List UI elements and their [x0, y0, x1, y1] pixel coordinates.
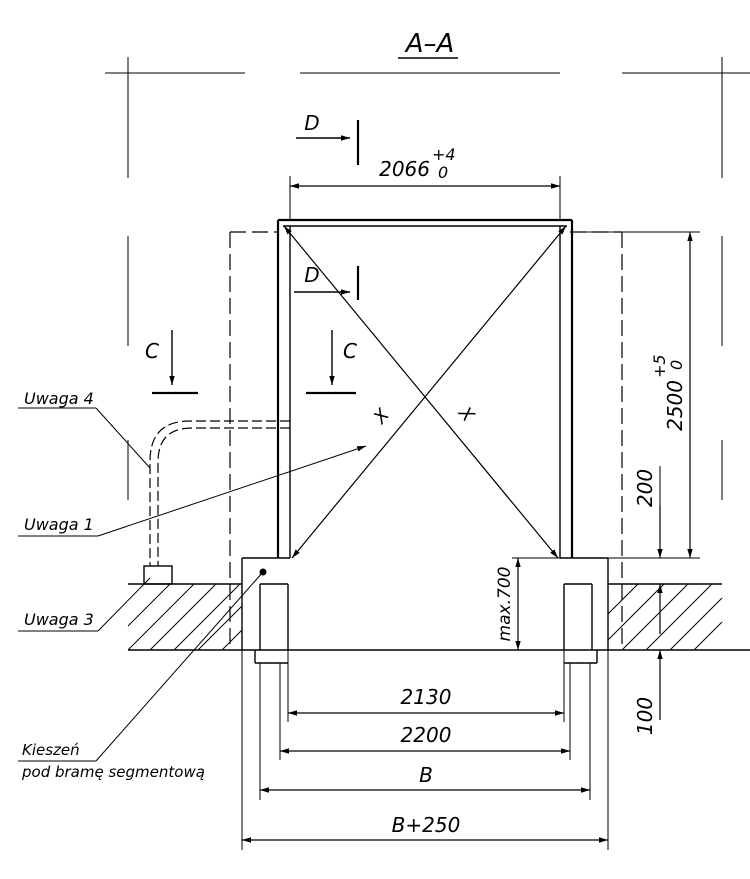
dim-extension-lines [241, 650, 609, 850]
diagonal-mark-left: X [369, 404, 394, 428]
cut-marker-c-right [306, 330, 356, 395]
floor-slab [128, 557, 750, 664]
hatch-left [127, 583, 243, 651]
diagonal-check-lines [283, 225, 567, 559]
dim-max700 [512, 557, 560, 651]
dim-2130-value: 2130 [401, 685, 452, 709]
cut-label-c-left: C [145, 339, 159, 363]
dim-200-100 [600, 466, 700, 720]
cut-marker-d-inner [294, 266, 360, 300]
dim-top-width-tol-upper: +4 [432, 145, 456, 164]
cut-marker-c-left [152, 330, 198, 395]
cut-label-d-inner: D [304, 263, 319, 287]
hatch-right [607, 583, 723, 651]
cut-marker-d-top [296, 120, 360, 165]
note-uwaga1: Uwaga 1 [24, 515, 94, 534]
dim-top-width-tol-lower: 0 [438, 163, 448, 182]
dim-b-value: B [419, 763, 433, 787]
dim-max700-value: max.700 [495, 567, 515, 642]
cut-label-c-right: C [343, 339, 357, 363]
note-kieszen-line1: Kieszeń [22, 741, 80, 759]
dim-200-value: 200 [633, 469, 657, 507]
diagonal-mark-right: X [454, 402, 479, 426]
note-uwaga4-leader [18, 407, 151, 469]
dim-height-value: 2500 [663, 380, 687, 431]
dim-2200-value: 2200 [401, 723, 452, 747]
junction-box [143, 565, 173, 585]
note-uwaga3: Uwaga 3 [24, 610, 94, 629]
section-title: A–A [404, 29, 455, 59]
pipe-conduit [149, 420, 290, 566]
note-uwaga4: Uwaga 4 [24, 389, 94, 408]
dim-b250-value: B+250 [392, 813, 461, 837]
dim-height-tol-lower: 0 [667, 360, 686, 370]
note-kieszen-leader [18, 568, 267, 762]
note-kieszen-line2: pod bramę segmentową [21, 763, 205, 781]
dim-top-width-value: 2066 [379, 157, 430, 181]
note-uwaga3-leader [18, 577, 151, 632]
grid-lines [105, 57, 750, 500]
dim-top-width [289, 176, 561, 220]
cut-label-d-top: D [304, 111, 319, 135]
door-frame [276, 218, 574, 558]
note-uwaga1-leader [18, 445, 367, 537]
wall-outline [229, 231, 623, 650]
dim-100-value: 100 [633, 697, 657, 735]
dim-height-tol-upper: +5 [650, 354, 669, 378]
